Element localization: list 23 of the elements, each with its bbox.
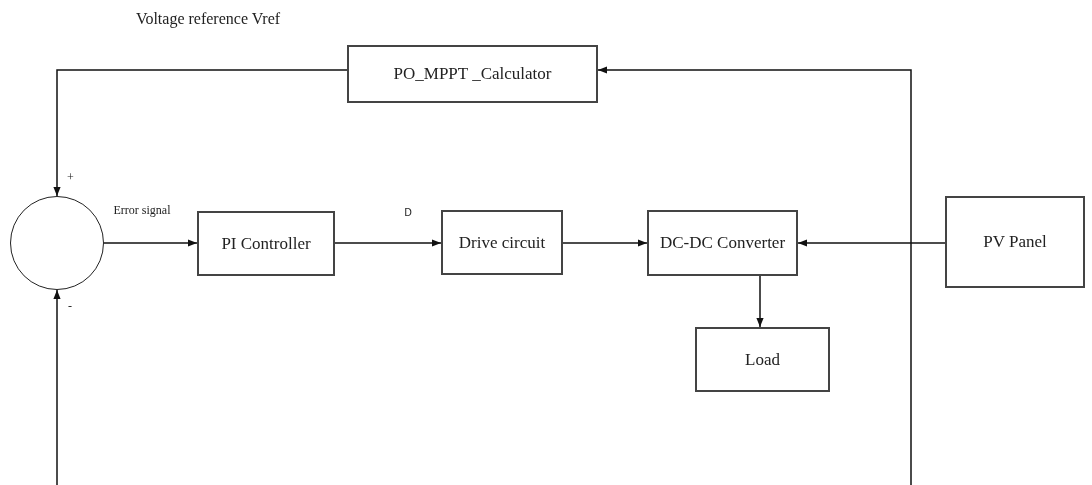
block-label: DC-DC Converter (659, 233, 786, 253)
block-label: PI Controller (221, 233, 311, 254)
arrow (103, 239, 198, 247)
arrow (756, 275, 764, 328)
sign-label: - (68, 299, 72, 314)
arrow (562, 239, 648, 247)
edge-label: Error signal (112, 204, 172, 218)
block-box (945, 196, 1085, 288)
block-label: PO_MPPT _Calculator (393, 64, 552, 84)
block-label: Load (745, 349, 780, 370)
arrow (797, 239, 946, 247)
block-box (695, 327, 830, 392)
arrow (597, 66, 912, 485)
arrow (53, 69, 348, 197)
block-box (441, 210, 563, 275)
block-box (647, 210, 798, 276)
sign-label: + (67, 170, 74, 185)
block-label: Drive circuit (458, 232, 546, 253)
block-box (197, 211, 335, 276)
arrow (334, 239, 442, 247)
arrow (53, 289, 61, 485)
block-label: PV Panel (983, 232, 1047, 252)
block-box (347, 45, 598, 103)
